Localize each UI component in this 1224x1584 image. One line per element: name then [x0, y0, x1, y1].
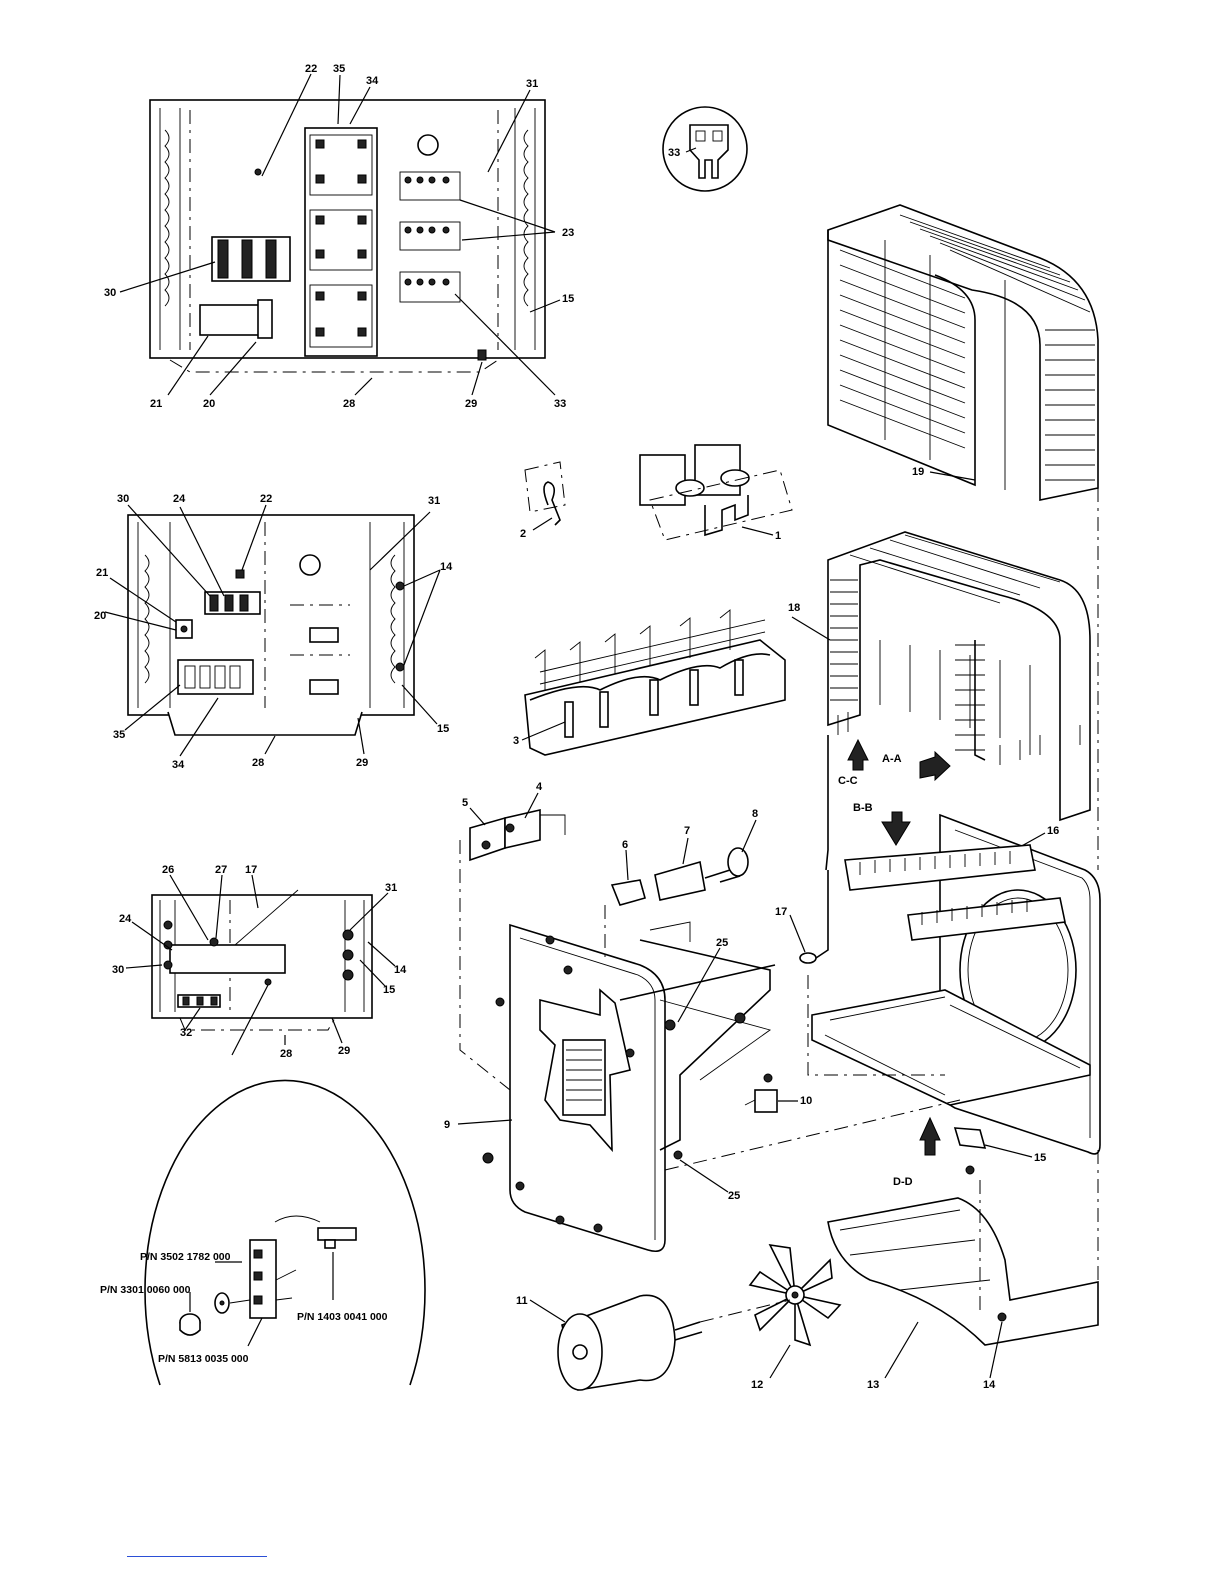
- panel-middle-chassis: [128, 515, 414, 715]
- callout-14: 14: [394, 964, 407, 976]
- callout-10: 10: [800, 1095, 812, 1107]
- footer-rule: [127, 1556, 267, 1557]
- callout-29: 29: [356, 757, 368, 769]
- callout-8: 8: [752, 808, 758, 820]
- callout-3: 3: [513, 735, 519, 747]
- callout-31: 31: [385, 882, 397, 894]
- callout-16: 16: [1047, 825, 1059, 837]
- bracket-6: [612, 880, 645, 905]
- pn-3301-0060-000: P/N 3301 0060 000: [100, 1284, 191, 1296]
- callout-25: 25: [716, 937, 728, 949]
- callout-19: 19: [912, 466, 924, 478]
- callout-33: 33: [554, 398, 566, 410]
- callout-35: 35: [113, 729, 125, 741]
- front-panel: [483, 925, 665, 1251]
- callout-17: 17: [245, 864, 257, 876]
- pn-3502-1782-000: P/N 3502 1782 000: [140, 1251, 231, 1263]
- callout-28: 28: [343, 398, 355, 410]
- panel-top: 22 35 34 31 23 30 15 21 20 28 29 33: [104, 63, 574, 410]
- callout-32: 32: [180, 1027, 192, 1039]
- grommet-8: [728, 848, 748, 876]
- section-d-d: D-D: [893, 1176, 913, 1188]
- callout-20: 20: [203, 398, 215, 410]
- arrow-d-d-up: [920, 1118, 940, 1155]
- section-c-c: C-C: [838, 775, 858, 787]
- section-b-b: B-B: [853, 802, 873, 814]
- callout-31: 31: [526, 78, 538, 90]
- callout-27: 27: [215, 864, 227, 876]
- callout-4: 4: [536, 781, 543, 793]
- callout-24: 24: [119, 913, 132, 925]
- callout-15: 15: [383, 984, 395, 996]
- callout-26: 26: [162, 864, 174, 876]
- callout-20: 20: [94, 610, 106, 622]
- callout-12: 12: [751, 1379, 763, 1391]
- callout-21: 21: [96, 567, 108, 579]
- callout-13: 13: [867, 1379, 879, 1391]
- callout-9: 9: [444, 1119, 450, 1131]
- callout-28: 28: [252, 757, 264, 769]
- callout-17: 17: [775, 906, 787, 918]
- fan-motor: [558, 1295, 702, 1390]
- callout-29: 29: [465, 398, 477, 410]
- callout-34: 34: [366, 75, 379, 87]
- callout-28: 28: [280, 1048, 292, 1060]
- fan-blade: [750, 1245, 840, 1345]
- callout-30: 30: [117, 493, 129, 505]
- callout-33-detail: 33: [668, 147, 680, 159]
- pn-5813-0035-000: P/N 5813 0035 000: [158, 1353, 249, 1365]
- callout-2: 2: [520, 528, 526, 540]
- callout-24: 24: [173, 493, 186, 505]
- callout-18: 18: [788, 602, 800, 614]
- callout-23: 23: [562, 227, 574, 239]
- insulator-rail: [525, 610, 785, 755]
- detail-circle-bottom: P/N 3502 1782 000 P/N 3301 0060 000 P/N …: [100, 1080, 425, 1385]
- callout-35: 35: [333, 63, 345, 75]
- callout-31: 31: [428, 495, 440, 507]
- panel-bottom: 26 27 17 31 24 30 14 15 32 28 29: [112, 864, 407, 1060]
- arrow-a-a-right: [920, 752, 950, 780]
- callout-11: 11: [516, 1295, 528, 1307]
- callout-6: 6: [622, 839, 628, 851]
- capacitor: [755, 1090, 777, 1112]
- callout-15: 15: [1034, 1152, 1046, 1164]
- callout-15: 15: [562, 293, 574, 305]
- spring-clip: [525, 462, 565, 525]
- arrow-a-a-up: [848, 740, 868, 770]
- switch-housing: [470, 810, 565, 860]
- bottom-shroud: [828, 1198, 1098, 1345]
- bracket-7: [655, 862, 705, 900]
- pn-1403-0041-000: P/N 1403 0041 000: [297, 1311, 388, 1323]
- callout-21: 21: [150, 398, 162, 410]
- callout-15: 15: [437, 723, 449, 735]
- element-bracket: [640, 445, 792, 540]
- callout-25-lower: 25: [728, 1190, 740, 1202]
- mounting-clip: [955, 1128, 985, 1148]
- callout-34: 34: [172, 759, 185, 771]
- callout-22: 22: [305, 63, 317, 75]
- callout-29: 29: [338, 1045, 350, 1057]
- callout-14: 14: [983, 1379, 996, 1391]
- callout-14: 14: [440, 561, 453, 573]
- section-a-a: A-A: [882, 753, 902, 765]
- panel-middle: 30 24 22 31 21 14 20 35 34 28 29 15: [94, 493, 453, 771]
- callout-5: 5: [462, 797, 468, 809]
- callout-22: 22: [260, 493, 272, 505]
- callout-30: 30: [104, 287, 116, 299]
- callout-7: 7: [684, 825, 690, 837]
- detail-circle-top: 33: [663, 107, 747, 191]
- grille-cover: [828, 205, 1098, 500]
- heating-element-assembly: [828, 532, 1090, 820]
- arrow-b-b-down: [882, 812, 910, 845]
- callout-1: 1: [775, 530, 781, 542]
- callout-30: 30: [112, 964, 124, 976]
